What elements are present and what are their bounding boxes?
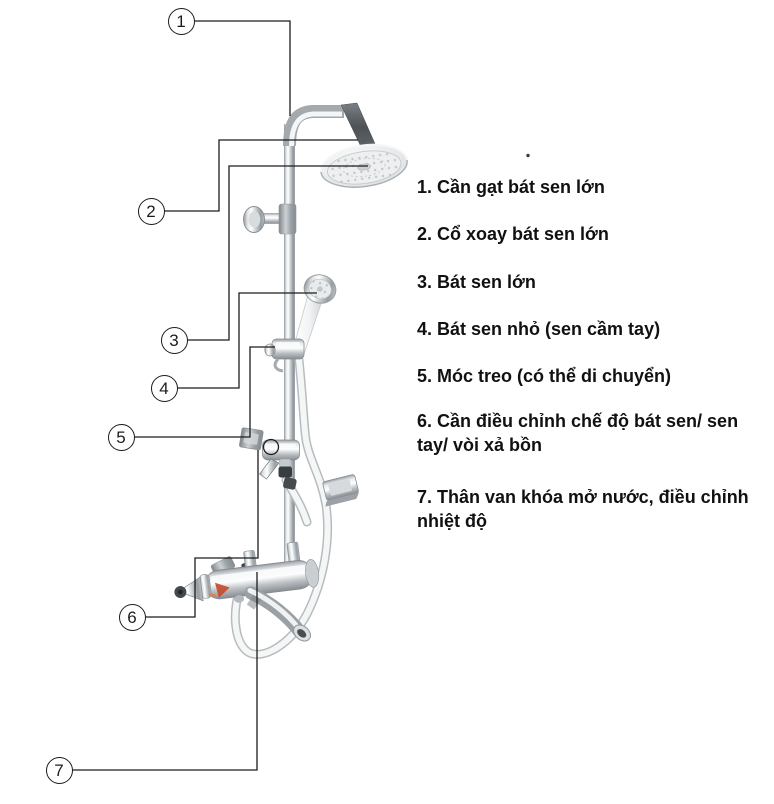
legend-item-6: 6. Cần điều chỉnh chế độ bát sen/ sen ta… [417, 411, 739, 455]
callout-number: 1 [176, 11, 186, 31]
diverter-lever [259, 458, 280, 480]
tub-spout [244, 586, 311, 642]
callout-badge-6: 6 [118, 603, 146, 631]
callout-badge-4: 4 [150, 374, 178, 402]
rain-shower-head [319, 143, 409, 188]
callout-badge-1: 1 [167, 7, 195, 35]
legend-item-2: 2. Cổ xoay bát sen lớn [417, 224, 609, 244]
callout-number: 2 [146, 201, 156, 221]
stray-dot [526, 153, 530, 158]
thermostatic-valve [174, 541, 320, 603]
leader-3 [187, 165, 368, 341]
callout-badge-3: 3 [160, 326, 188, 354]
legend-item-1: 1. Cần gạt bát sen lớn [417, 177, 605, 197]
diverter-highlight-circle [262, 438, 280, 456]
callout-number: 4 [159, 378, 169, 398]
leader-lines [72, 20, 368, 771]
legend-item-4: 4. Bát sen nhỏ (sen cầm tay) [417, 319, 661, 339]
shower-arm [283, 105, 344, 147]
wall-bracket [322, 474, 359, 507]
leader-7 [72, 572, 258, 771]
leader-4 [177, 292, 317, 389]
leader-5 [134, 346, 275, 438]
legend-item-7: 7. Thân van khóa mở nước, điều chỉnh nhi… [417, 487, 749, 531]
callout-number: 6 [127, 607, 137, 627]
callout-number: 5 [116, 427, 126, 447]
legend-item-3: 3. Bát sen lớn [417, 272, 536, 292]
red-temperature-mark [215, 582, 230, 598]
wall-mount [243, 203, 297, 235]
legend-item-5: 5. Móc treo (có thể di chuyển) [417, 366, 672, 386]
leader-6 [145, 450, 259, 618]
callout-badge-7: 7 [45, 756, 73, 784]
callout-badge-2: 2 [137, 197, 165, 225]
callout-number: 3 [169, 330, 179, 350]
leader-1 [195, 20, 291, 116]
temperature-handle [178, 576, 204, 602]
callout-badge-5: 5 [107, 423, 135, 451]
leader-2 [164, 139, 358, 212]
callout-number: 7 [54, 760, 64, 780]
